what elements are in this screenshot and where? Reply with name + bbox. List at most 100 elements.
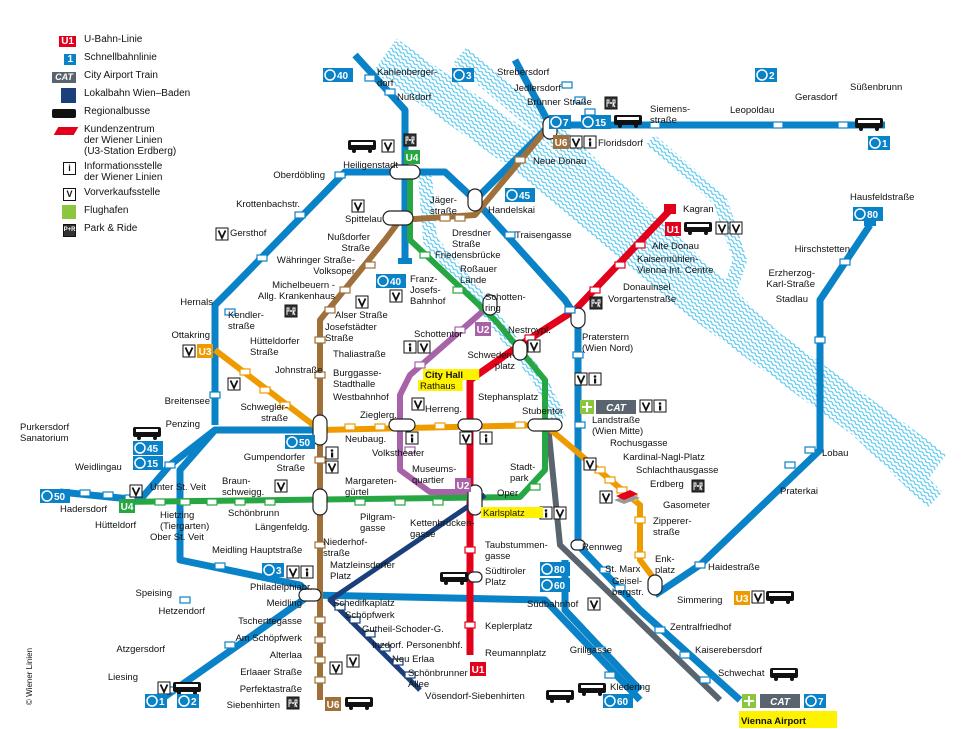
station-stop[interactable] [634,241,646,249]
station-label[interactable]: Stadt-park [510,462,535,484]
station-stop[interactable] [179,596,191,604]
station-stop[interactable] [314,636,326,644]
station-label[interactable]: Strebersdorf [497,67,550,78]
station-label[interactable]: Unter St. Veit [150,482,206,493]
u-bahn-badge[interactable]: U6 [325,697,341,711]
s-bahn-badge[interactable]: 45 [505,188,535,202]
station-label[interactable]: Zipperer-straße [653,516,692,538]
station-label[interactable]: Schwechat [718,668,765,679]
station-label[interactable]: Schottentor [414,329,463,340]
station-stop[interactable] [264,498,276,506]
station-stop[interactable] [314,616,326,624]
station-stop[interactable] [604,476,616,484]
interchange-station[interactable] [467,484,483,516]
station-label[interactable]: Enk-platz [655,554,675,576]
station-stop[interactable] [699,676,711,684]
u-bahn-badge[interactable]: U3 [734,591,750,605]
station-label[interactable]: Meidling Hauptstraße [212,545,302,556]
station-label[interactable]: Jedlersdorf [514,83,561,94]
u-bahn-badge[interactable]: U4 [404,150,420,164]
sbahn-s3[interactable] [511,58,554,127]
station-label[interactable]: Längenfeldg. [255,522,310,533]
station-label[interactable]: Erlaaer Straße [240,667,302,678]
station-label[interactable]: Nestroypl. [508,325,551,336]
lokalbahn-line[interactable] [327,492,487,692]
station-label[interactable]: Hausfeldstraße [850,192,914,203]
station-label[interactable]: Hietzing(Tiergarten) [160,510,209,532]
station-label[interactable]: Traisengasse [515,230,572,241]
s-bahn-badge[interactable]: 40 [376,274,406,288]
station-stop[interactable] [514,421,526,429]
station-stop[interactable] [634,551,646,559]
station-label[interactable]: Neue Donau [533,156,586,167]
station-stop[interactable] [434,422,446,430]
s-bahn-badge[interactable]: 3 [452,68,474,82]
station-label[interactable]: Schöpfwerk [345,610,395,621]
station-stop[interactable] [614,584,626,592]
interchange-station[interactable] [467,571,483,583]
station-label[interactable]: Hadersdorf [60,504,107,515]
interchange-station[interactable] [467,188,483,212]
s-bahn-badge[interactable]: 80 [853,207,883,221]
station-label[interactable]: Nußdorf [397,92,432,103]
interchange-station[interactable] [570,539,586,551]
station-label[interactable]: Stephansplatz [478,392,538,403]
interchange-station[interactable] [527,418,563,432]
station-stop[interactable] [364,261,376,269]
station-stop[interactable] [334,603,346,611]
station-label[interactable]: Tscherttegasse [238,616,302,627]
station-label[interactable]: Philadelphiabr. [250,582,312,593]
station-label[interactable]: Donauinsel [623,282,671,293]
station-label[interactable]: Kettenbrücken-gasse [410,518,474,540]
station-label[interactable]: Michelbeuern -Allg. Krankenhaus [258,280,335,302]
station-label[interactable]: Praterkai [780,486,818,497]
interchange-station[interactable] [312,488,328,516]
station-stop[interactable] [594,646,606,654]
station-stop[interactable] [314,676,326,684]
station-label[interactable]: Breitensee [165,396,210,407]
s-bahn-badge[interactable]: 1 [868,136,890,150]
interchange-station[interactable] [512,339,528,361]
station-label[interactable]: Niederhof-straße [323,537,367,559]
station-stop[interactable] [154,498,166,506]
station-label[interactable]: Inzdorf. Personenbhf. [372,640,463,651]
station-label[interactable]: Haidestraße [708,562,760,573]
station-label[interactable]: Kendler-straße [228,310,264,332]
station-label[interactable]: City Hall [425,370,463,381]
station-stop[interactable] [414,361,426,369]
sbahn-stadlau[interactable] [653,223,873,598]
station-stop[interactable] [259,386,271,394]
station-stop[interactable] [364,74,376,82]
station-stop[interactable] [214,562,226,570]
station-stop[interactable] [614,261,626,269]
station-label[interactable]: Speising [136,588,172,599]
u6-line[interactable] [317,123,553,700]
station-stop[interactable] [649,121,661,129]
station-label[interactable]: Lobau [822,448,848,459]
station-label[interactable]: Schweden-platz [467,350,515,372]
station-stop[interactable] [79,489,91,497]
station-stop[interactable] [804,446,816,454]
s-bahn-badge[interactable]: 2 [177,694,199,708]
s-bahn-badge[interactable]: 7 [549,115,571,129]
station-label[interactable]: Karlsplatz [483,508,525,519]
interchange-station[interactable] [312,414,328,446]
station-stop[interactable] [419,251,431,259]
station-stop[interactable] [634,516,646,524]
station-stop[interactable] [454,214,466,222]
station-stop[interactable] [314,456,326,464]
station-stop[interactable] [334,171,346,179]
station-label[interactable]: Stadlau [776,294,808,305]
station-label[interactable]: Kaiserebersdorf [695,645,762,656]
station-label[interactable]: Praterstern(Wien Nord) [582,332,633,354]
s-bahn-badge[interactable]: 50 [40,489,70,503]
station-stop[interactable] [837,121,849,129]
station-label[interactable]: Grillgasse [570,645,612,656]
interchange-station[interactable] [457,418,483,432]
station-label[interactable]: Gerasdorf [795,92,838,103]
